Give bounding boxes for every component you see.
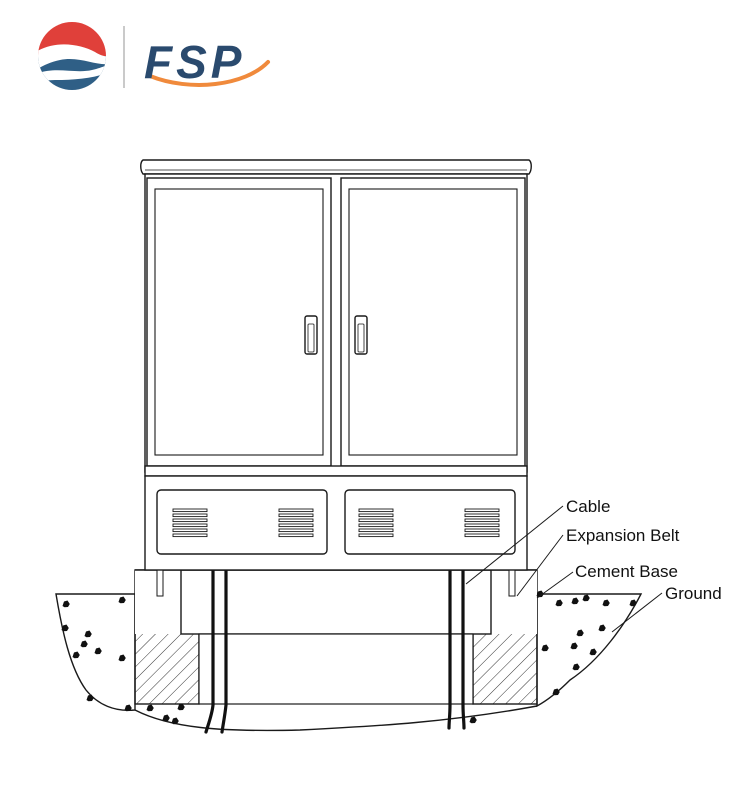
ground-rock (571, 597, 579, 605)
vent-slot (464, 523, 500, 528)
vent-slot (172, 518, 208, 523)
cable-right-1 (447, 568, 452, 730)
anchor-bolt-left (156, 569, 164, 597)
vent-slot (464, 508, 500, 513)
cabinet-roof (140, 159, 532, 175)
ground-rock (536, 590, 544, 598)
vent-slot (172, 528, 208, 533)
ground-rock (555, 599, 563, 607)
ground-rock (62, 600, 70, 608)
cables (204, 568, 466, 734)
ground-rock (570, 642, 578, 650)
cable-left-1 (204, 568, 215, 734)
label-ground: Ground (665, 584, 722, 603)
vent-slot (358, 528, 394, 533)
vent-slot (358, 518, 394, 523)
vent-slot (172, 523, 208, 528)
door-left-panel (154, 188, 324, 456)
ground-rock (118, 654, 126, 662)
leader-cement-base (536, 571, 574, 599)
label-cable: Cable (566, 497, 610, 516)
ground-rock (61, 624, 69, 632)
vent-slot (464, 528, 500, 533)
vent-slot (172, 513, 208, 518)
leader-cable (465, 505, 564, 585)
vent-slot (464, 518, 500, 523)
door-right-panel (348, 188, 518, 456)
label-cement-base: Cement Base (575, 562, 678, 581)
vent-slot (278, 508, 314, 513)
ground-rock (72, 651, 80, 659)
ground-rock (177, 703, 185, 711)
ground-rock (541, 644, 549, 652)
door-left-handle-grip (307, 323, 315, 353)
vent-slot (278, 523, 314, 528)
vent-slot (278, 528, 314, 533)
cement-base-pit (198, 633, 474, 705)
vent-slot (278, 513, 314, 518)
logo-brand-text: FSP (144, 36, 245, 88)
vent-slot (464, 533, 500, 538)
anchor-bolt-right (508, 569, 516, 597)
vent-slot (358, 508, 394, 513)
ground-rock (124, 704, 132, 712)
vent-slot (172, 508, 208, 513)
cabinet-bottom-trim (144, 465, 528, 477)
vent-slot (358, 523, 394, 528)
ground-rock (602, 599, 610, 607)
leader-ground (611, 592, 663, 633)
ground-rock (86, 694, 94, 702)
leader-expansion-belt (516, 534, 564, 597)
cabinet (140, 159, 532, 571)
cement-base (134, 569, 538, 705)
cable-left-2 (220, 568, 228, 734)
logo-emblem-icon (38, 22, 106, 90)
ground-rocks (61, 590, 637, 725)
ground-rock (629, 599, 637, 607)
ground-rock (589, 648, 597, 656)
ground-rock (118, 596, 126, 604)
vent-grilles (172, 508, 500, 538)
company-logo: FSP (38, 22, 270, 90)
ground-rock (162, 714, 170, 722)
ground-rock (598, 624, 606, 632)
ground-bottom-curve (134, 705, 538, 732)
ground-rock (576, 629, 584, 637)
ground-rock (80, 640, 88, 648)
ground-rock (171, 717, 179, 725)
vent-slot (278, 533, 314, 538)
plinth-panel-left (156, 489, 328, 555)
ground-rock (94, 647, 102, 655)
ground-rock (552, 688, 560, 696)
ground-rock (469, 716, 477, 724)
ground-profile-right (536, 593, 643, 708)
plinth-panel-right (344, 489, 516, 555)
vent-slot (278, 518, 314, 523)
vent-slot (172, 533, 208, 538)
vent-slot (464, 513, 500, 518)
vent-slot (358, 533, 394, 538)
vent-slot (358, 513, 394, 518)
ground-rock (582, 594, 590, 602)
leader-lines (465, 505, 663, 633)
ground-rock (572, 663, 580, 671)
label-expansion-belt: Expansion Belt (566, 526, 680, 545)
ground-rock (84, 630, 92, 638)
logo-swoosh (148, 60, 270, 87)
ground-rock (146, 704, 154, 712)
cable-right-2 (461, 568, 466, 730)
cement-base-core (180, 569, 492, 635)
door-right-handle-grip (357, 323, 365, 353)
